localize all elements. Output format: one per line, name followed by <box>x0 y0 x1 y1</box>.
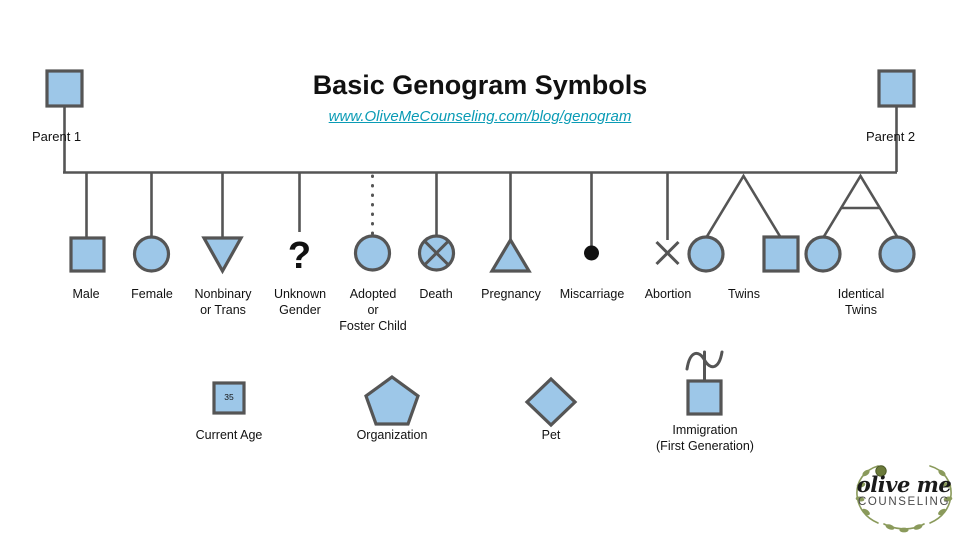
label-adopted: Adopted or Foster Child <box>339 287 407 333</box>
logo-tagline: COUNSELING <box>857 496 951 508</box>
label-unknown-gender: Unknown Gender <box>273 287 327 317</box>
symbol-adopted-circle <box>353 234 392 272</box>
label-nonbinary: Nonbinary or Trans <box>194 287 252 317</box>
brand-logo[interactable]: olive me COUNSELING <box>852 452 956 536</box>
current-age-value: 35 <box>224 392 234 402</box>
label-miscarriage: Miscarriage <box>559 287 625 301</box>
label-current-age: Current Age <box>195 428 263 442</box>
label-pet: Pet <box>541 428 561 442</box>
logo-name: olive me <box>856 472 952 497</box>
symbol-immigration-wave <box>685 350 724 371</box>
connector-identical-twins-fork <box>821 173 900 239</box>
parent-2-square <box>877 69 916 108</box>
website-link[interactable]: www.OliveMeCounseling.com/blog/genogram <box>328 108 632 125</box>
label-death: Death <box>419 287 453 301</box>
symbol-current-age-square <box>212 381 246 415</box>
symbol-female <box>132 235 171 273</box>
symbol-death-x <box>423 240 450 266</box>
label-female: Female <box>131 287 173 301</box>
label-male: Male <box>72 287 100 301</box>
label-organization: Organization <box>356 428 428 442</box>
symbol-organization-pentagon <box>364 375 420 426</box>
logo-wreath <box>855 465 953 533</box>
label-immigration: Immigration (First Generation) <box>656 423 754 453</box>
symbol-unknown-question-mark: ? <box>288 235 311 277</box>
parent-1-square <box>45 69 84 108</box>
symbol-nonbinary-triangle-down <box>201 236 244 275</box>
connector-twins-fork <box>704 173 783 239</box>
label-abortion: Abortion <box>644 287 692 301</box>
symbol-twin-a-circle <box>687 235 725 273</box>
symbol-identical-twin-a-circle <box>804 235 842 273</box>
symbol-pregnancy-triangle-up <box>489 236 532 273</box>
symbol-identical-twin-b-circle <box>878 235 916 273</box>
logo-olive-fruit <box>875 465 887 477</box>
symbol-immigration-square <box>686 379 723 416</box>
symbol-pet-diamond <box>524 376 578 428</box>
symbol-male <box>69 236 106 273</box>
label-pregnancy: Pregnancy <box>481 287 541 301</box>
page-title: Basic Genogram Symbols <box>312 70 648 100</box>
symbol-miscarriage-dot <box>584 245 599 261</box>
parent-2-label: Parent 2 <box>866 129 916 144</box>
label-twins: Twins <box>728 287 760 301</box>
symbol-abortion-x <box>655 240 680 266</box>
label-identical-twins: Identical Twins <box>837 287 885 317</box>
parent-1-label: Parent 1 <box>32 129 82 144</box>
symbol-twin-b-square <box>762 235 800 273</box>
